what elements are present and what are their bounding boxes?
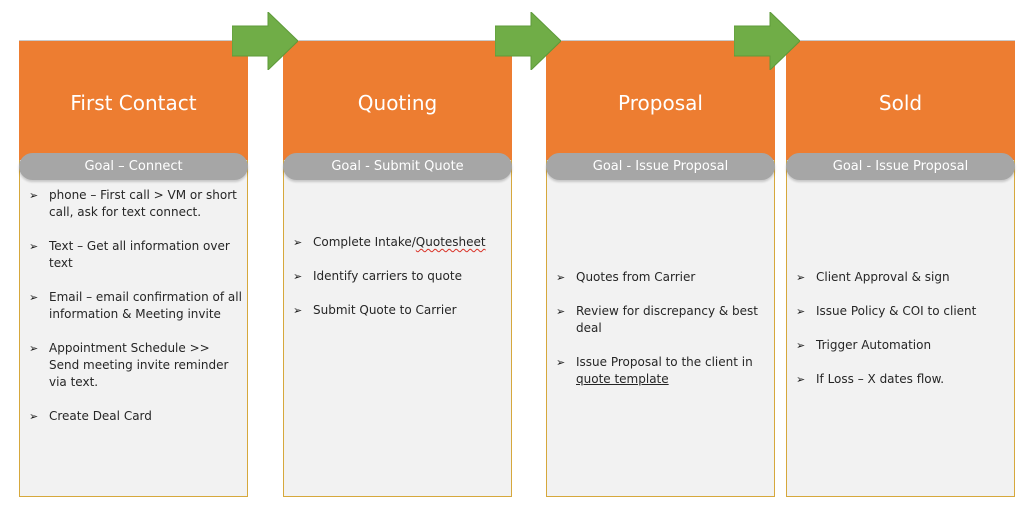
arrow-bullet-icon: ➢ bbox=[29, 240, 39, 253]
list-item: ➢Quotes from Carrier bbox=[556, 270, 696, 284]
item-list: ➢Client Approval & sign ➢Issue Policy & … bbox=[794, 269, 1009, 405]
arrow-bullet-icon: ➢ bbox=[796, 339, 806, 352]
arrow-bullet-icon: ➢ bbox=[29, 410, 39, 423]
arrow-bullet-icon: ➢ bbox=[796, 271, 806, 284]
goal-pill: Goal – Connect bbox=[19, 153, 248, 180]
stage-header: First Contact bbox=[19, 40, 248, 160]
stage-header: Sold bbox=[786, 40, 1015, 160]
arrow-bullet-icon: ➢ bbox=[796, 305, 806, 318]
list-item: ➢Identify carriers to quote bbox=[293, 269, 462, 283]
stage-title: Quoting bbox=[357, 91, 438, 115]
goal-pill: Goal - Issue Proposal bbox=[546, 153, 775, 180]
stage-title: Proposal bbox=[618, 91, 703, 115]
item-list: ➢Quotes from Carrier ➢Review for discrep… bbox=[554, 269, 769, 405]
right-arrow-icon bbox=[232, 12, 298, 70]
arrow-bullet-icon: ➢ bbox=[29, 342, 39, 355]
stage-header: Proposal bbox=[546, 40, 775, 160]
arrow-bullet-icon: ➢ bbox=[29, 291, 39, 304]
item-list: ➢phone – First call > VM or short call, … bbox=[27, 187, 242, 442]
arrow-bullet-icon: ➢ bbox=[556, 271, 566, 284]
list-item: ➢Create Deal Card bbox=[29, 409, 152, 423]
stage-body bbox=[19, 160, 248, 497]
list-item: ➢Complete Intake/Quotesheet bbox=[293, 235, 486, 249]
stage-header: Quoting bbox=[283, 40, 512, 160]
arrow-bullet-icon: ➢ bbox=[556, 356, 566, 369]
list-item: ➢Submit Quote to Carrier bbox=[293, 303, 457, 317]
stage-title: Sold bbox=[878, 91, 923, 115]
arrow-bullet-icon: ➢ bbox=[556, 305, 566, 318]
stage-quoting: Quoting Goal - Submit Quote ➢Complete In… bbox=[283, 40, 512, 497]
stage-body bbox=[546, 160, 775, 497]
goal-pill: Goal - Submit Quote bbox=[283, 153, 512, 180]
right-arrow-icon bbox=[734, 12, 800, 70]
list-item: ➢Review for discrepancy & best deal bbox=[556, 304, 759, 335]
stage-proposal: Proposal Goal - Issue Proposal ➢Quotes f… bbox=[546, 40, 775, 497]
right-arrow-icon bbox=[495, 12, 561, 70]
list-item: ➢Trigger Automation bbox=[796, 338, 932, 352]
list-item: ➢If Loss – X dates flow. bbox=[796, 372, 945, 386]
arrow-bullet-icon: ➢ bbox=[293, 304, 303, 317]
stage-body bbox=[786, 160, 1015, 497]
arrow-bullet-icon: ➢ bbox=[29, 189, 39, 202]
item-list: ➢Complete Intake/Quotesheet ➢Identify ca… bbox=[291, 234, 506, 336]
list-item: ➢Issue Proposal to the client in quote t… bbox=[556, 355, 753, 386]
list-item: ➢Appointment Schedule >> Send meeting in… bbox=[29, 341, 229, 389]
list-item: ➢Email – email confirmation of all infor… bbox=[29, 290, 242, 321]
list-item: ➢Text – Get all information over text bbox=[29, 239, 230, 270]
arrow-bullet-icon: ➢ bbox=[796, 373, 806, 386]
stage-first-contact: First Contact Goal – Connect ➢phone – Fi… bbox=[19, 40, 248, 497]
stage-title: First Contact bbox=[70, 91, 197, 115]
list-item: ➢Client Approval & sign bbox=[796, 270, 950, 284]
list-item: ➢phone – First call > VM or short call, … bbox=[29, 188, 237, 219]
stage-sold: Sold Goal - Issue Proposal ➢Client Appro… bbox=[786, 40, 1015, 497]
arrow-bullet-icon: ➢ bbox=[293, 236, 303, 249]
list-item: ➢Issue Policy & COI to client bbox=[796, 304, 977, 318]
stage-body bbox=[283, 160, 512, 497]
goal-pill: Goal - Issue Proposal bbox=[786, 153, 1015, 180]
arrow-bullet-icon: ➢ bbox=[293, 270, 303, 283]
